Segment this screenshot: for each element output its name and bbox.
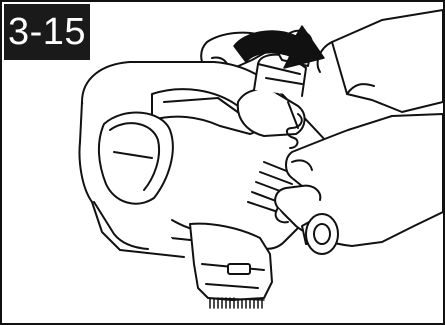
side-wheel	[301, 213, 339, 255]
upper-hand	[316, 9, 443, 113]
curved-arrow-icon	[233, 25, 325, 69]
cord-squiggle	[286, 113, 303, 149]
step-number-badge: 3-15	[4, 4, 90, 60]
vacuum-nozzle-illustration	[78, 9, 443, 309]
brush-bristles	[207, 297, 265, 309]
right-hand	[274, 113, 443, 247]
brush-head	[189, 222, 273, 301]
